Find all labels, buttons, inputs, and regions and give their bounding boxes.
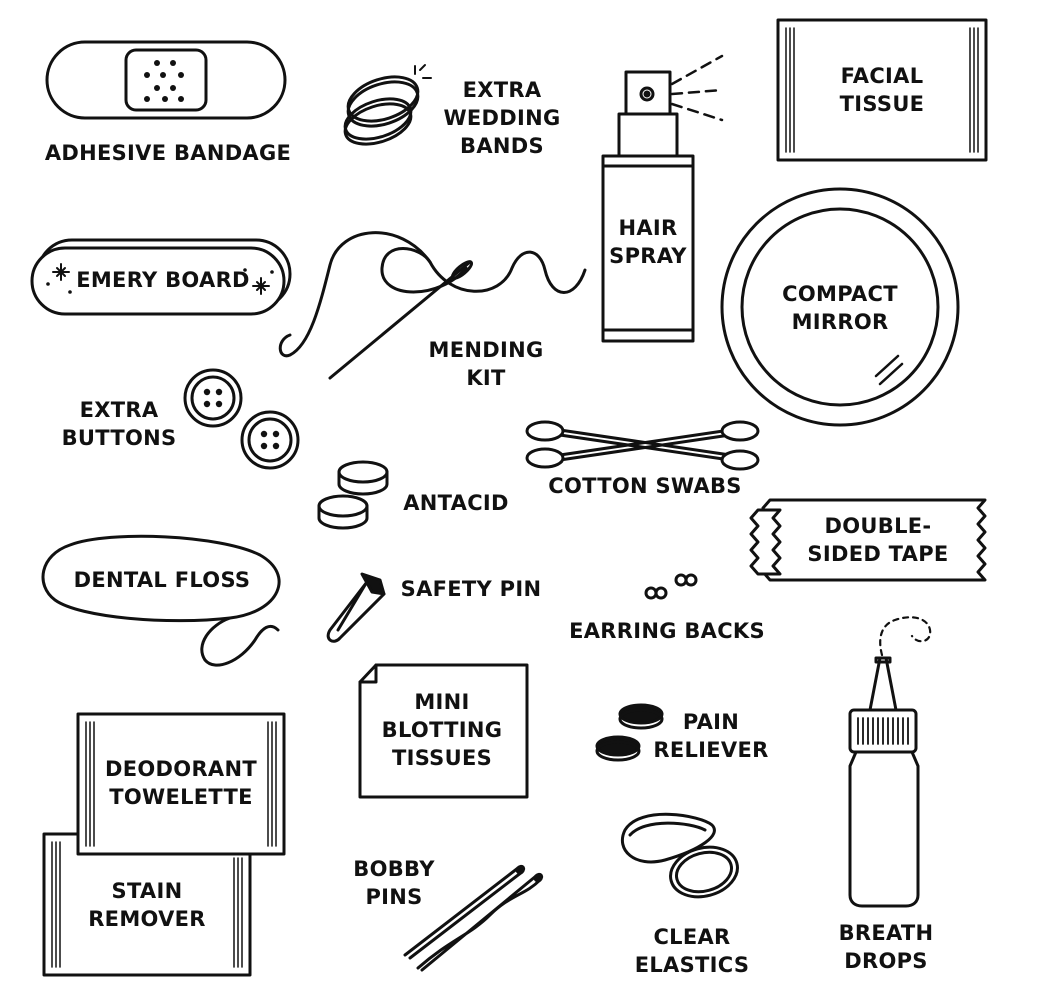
buttons-icon xyxy=(183,368,300,470)
label-line: BREATH xyxy=(838,921,934,945)
label-line: ANTACID xyxy=(403,491,509,515)
label-line: TISSUES xyxy=(391,746,493,770)
label-dental-floss: DENTAL FLOSS xyxy=(62,566,262,594)
label-line: DOUBLE- xyxy=(824,514,932,538)
cotton-swabs-icon xyxy=(525,420,760,471)
dropper-bottle-icon xyxy=(848,616,932,908)
adhesive-bandage-icon xyxy=(45,40,287,120)
pills-icon xyxy=(595,703,664,762)
label-extra-wedding-bands: EXTRA WEDDING BANDS xyxy=(432,76,572,160)
towelette-packet-icon xyxy=(76,712,286,856)
emery-board-icon xyxy=(30,238,292,316)
label-line: PAIN xyxy=(682,710,740,734)
label-line: RELIEVER xyxy=(653,738,769,762)
label-line: MINI xyxy=(414,690,470,714)
tape-icon xyxy=(749,498,987,582)
label-line: BLOTTING xyxy=(381,718,503,742)
label-mending-kit: MENDING KIT xyxy=(416,336,556,392)
stain-remover-packet-icon xyxy=(42,832,252,977)
compact-mirror-icon xyxy=(720,187,960,427)
label-emery-board: EMERY BOARD xyxy=(68,266,258,294)
label-line: TISSUE xyxy=(839,92,925,116)
label-line: EMERY BOARD xyxy=(76,268,250,292)
label-line: MIRROR xyxy=(791,310,889,334)
label-breath-drops: BREATH DROPS xyxy=(826,919,946,975)
label-line: REMOVER xyxy=(88,907,206,931)
antacid-tablets-icon xyxy=(317,460,389,530)
label-line: SIDED TAPE xyxy=(807,542,949,566)
label-safety-pin: SAFETY PIN xyxy=(396,575,546,603)
label-line: EARRING BACKS xyxy=(569,619,765,643)
label-pain-reliever: PAIN RELIEVER xyxy=(648,708,774,764)
label-compact-mirror: COMPACT MIRROR xyxy=(760,280,920,336)
safety-pin-icon xyxy=(326,572,386,643)
label-line: PINS xyxy=(365,885,423,909)
label-facial-tissue: FACIAL TISSUE xyxy=(790,62,974,118)
label-extra-buttons: EXTRA BUTTONS xyxy=(52,396,186,452)
label-mini-blotting-tissues: MINI BLOTTING TISSUES xyxy=(366,688,518,772)
label-line: SPRAY xyxy=(609,244,687,268)
elastics-icon xyxy=(621,812,739,899)
blotting-paper-icon xyxy=(358,663,529,799)
label-stain-remover: STAIN REMOVER xyxy=(72,877,222,933)
label-line: HAIR xyxy=(618,216,678,240)
label-line: DENTAL FLOSS xyxy=(73,568,251,592)
label-deodorant-towelette: DEODORANT TOWELETTE xyxy=(96,755,266,811)
spray-bottle-icon xyxy=(601,54,724,343)
label-earring-backs: EARRING BACKS xyxy=(562,617,772,645)
label-hair-spray: HAIR SPRAY xyxy=(603,214,693,270)
label-line: STAIN xyxy=(111,879,183,903)
label-cotton-swabs: COTTON SWABS xyxy=(540,472,750,500)
label-antacid: ANTACID xyxy=(396,489,516,517)
needle-thread-icon xyxy=(278,231,587,380)
label-bobby-pins: BOBBY PINS xyxy=(342,855,446,911)
label-line: TOWELETTE xyxy=(109,785,253,809)
label-line: EXTRA xyxy=(462,78,542,102)
label-line: ELASTICS xyxy=(634,953,750,977)
tissue-packet-icon xyxy=(776,18,988,162)
label-line: FACIAL xyxy=(840,64,924,88)
label-line: SAFETY PIN xyxy=(400,577,542,601)
label-adhesive-bandage: ADHESIVE BANDAGE xyxy=(43,139,293,167)
label-clear-elastics: CLEAR ELASTICS xyxy=(632,923,752,979)
label-line: COMPACT xyxy=(782,282,898,306)
label-line: BANDS xyxy=(460,134,544,158)
bobby-pins-icon xyxy=(403,864,544,972)
label-line: ADHESIVE BANDAGE xyxy=(44,141,292,165)
floss-loop-icon xyxy=(41,534,281,667)
label-line: EXTRA xyxy=(79,398,159,422)
label-double-sided-tape: DOUBLE- SIDED TAPE xyxy=(790,512,966,568)
earring-backs-icon xyxy=(644,573,698,600)
label-line: WEDDING xyxy=(443,106,561,130)
label-line: BUTTONS xyxy=(61,426,177,450)
label-line: DEODORANT xyxy=(105,757,257,781)
label-line: BOBBY xyxy=(353,857,435,881)
label-line: CLEAR xyxy=(653,925,731,949)
label-line: COTTON SWABS xyxy=(548,474,742,498)
label-line: KIT xyxy=(466,366,506,390)
rings-icon xyxy=(343,64,432,146)
label-line: MENDING xyxy=(428,338,544,362)
label-line: DROPS xyxy=(844,949,928,973)
